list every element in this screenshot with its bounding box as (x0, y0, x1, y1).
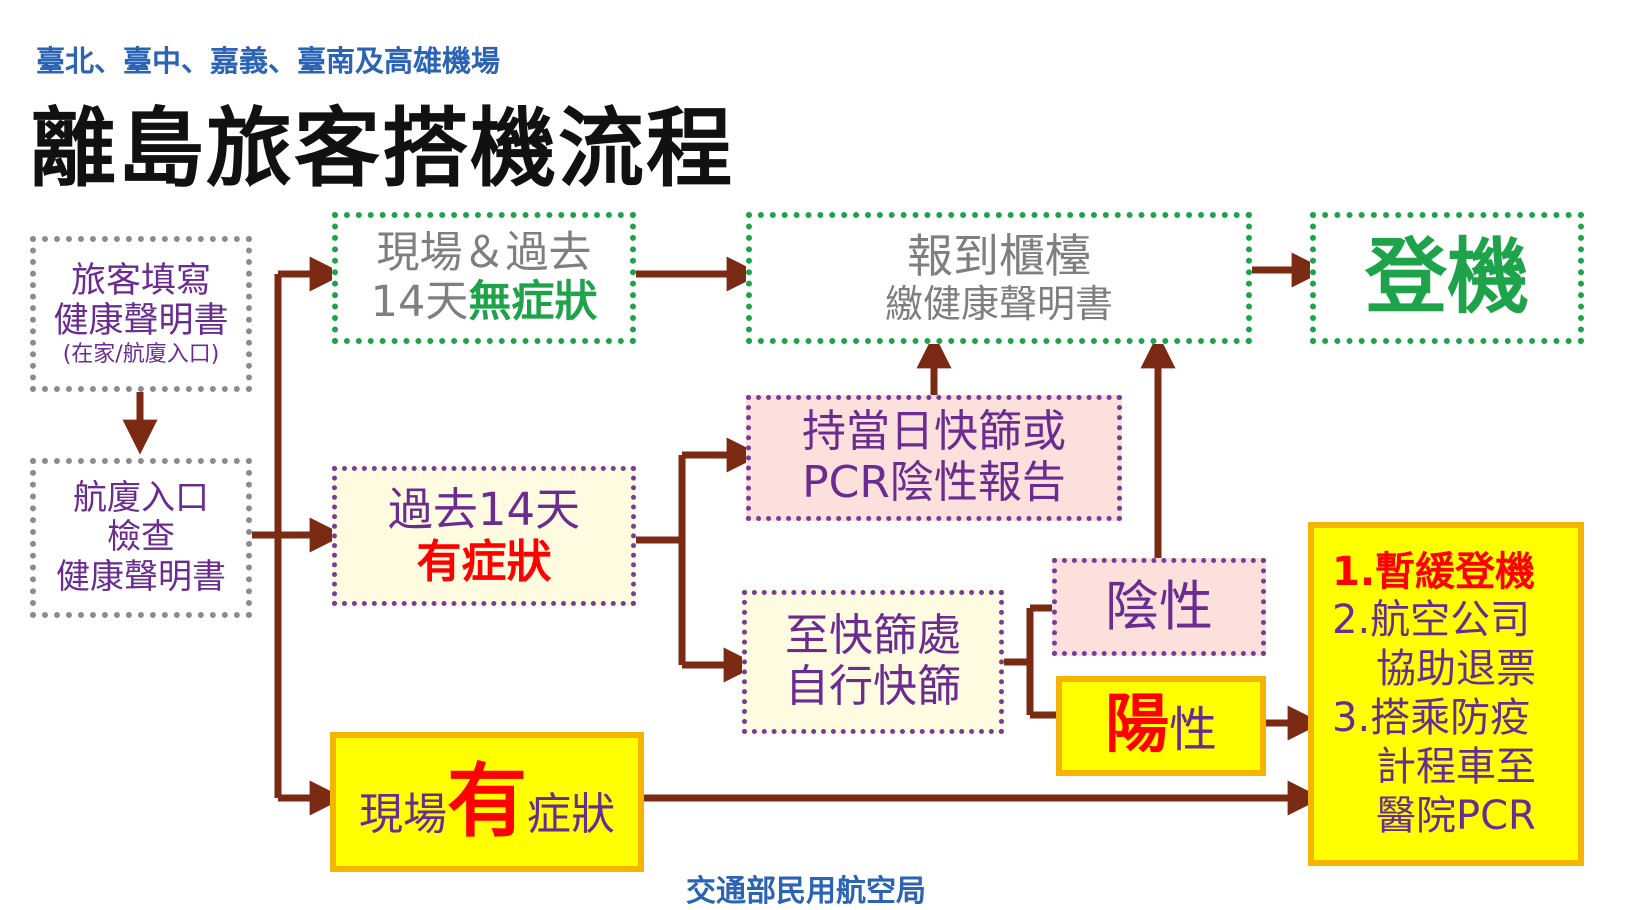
positive-rest: 性 (1168, 702, 1217, 759)
entrance-check-line2: 檢查 (107, 517, 175, 558)
footer-org: 交通部民用航空局 (686, 874, 926, 909)
boarding-box: 登機 (1310, 212, 1584, 344)
negative-report-line1: 持當日快篩或 (802, 406, 1066, 458)
checkin-line2: 繳健康聲明書 (884, 281, 1113, 326)
negative-box: 陰性 (1052, 558, 1266, 656)
boarding-label: 登機 (1364, 229, 1529, 325)
onsite-symptoms-label: 現場有症狀 (359, 756, 615, 848)
entrance-check-line3: 健康聲明書 (56, 556, 226, 597)
no-symptoms-days: 14天 (370, 277, 469, 327)
arrow-rapid-to-branch (1002, 608, 1034, 715)
fill-declaration-line1: 旅客填寫 (70, 261, 211, 302)
outcome-item3b: 計程車至 (1376, 743, 1536, 790)
outcome-item3a: 3.搭乘防疫 (1332, 695, 1531, 741)
page-title: 離島旅客搭機流程 (30, 99, 734, 199)
outcome-box: 1.暫緩登機 2.航空公司 協助退票 3.搭乘防疫 計程車至 醫院PCR (1308, 522, 1584, 866)
outcome-item1: 1.暫緩登機 (1332, 548, 1536, 595)
outcome-item2a: 2.航空公司 (1332, 597, 1531, 644)
onsite-symptoms-box: 現場有症狀 (330, 732, 644, 872)
fill-declaration-box: 旅客填寫 健康聲明書 (在家/航廈入口) (30, 236, 252, 392)
positive-label: 陽性 (1104, 688, 1217, 763)
page-subtitle: 臺北、臺中、嘉義、臺南及高雄機場 (36, 44, 501, 78)
no-symptoms-box: 現場＆過去 14天無症狀 (332, 212, 636, 344)
arrow-entrance-trunk (248, 274, 282, 798)
arrow-past-to-branch (636, 455, 686, 665)
past-symptoms-line2: 有症狀 (416, 535, 552, 588)
past-symptoms-line1: 過去14天 (387, 483, 581, 537)
checkin-line1: 報到櫃檯 (907, 228, 1091, 283)
entrance-check-box: 航廈入口 檢查 健康聲明書 (30, 458, 252, 618)
checkin-box: 報到櫃檯 繳健康聲明書 (746, 212, 1252, 344)
positive-box: 陽性 (1056, 676, 1266, 776)
outcome-item3c: 醫院PCR (1376, 792, 1536, 839)
outcome-item2b: 協助退票 (1376, 646, 1536, 693)
onsite-post: 症狀 (527, 789, 615, 840)
negative-report-line2: PCR陰性報告 (802, 457, 1066, 508)
no-symptoms-emph: 無症狀 (468, 277, 598, 327)
onsite-pre: 現場 (359, 789, 447, 840)
onsite-emph: 有 (447, 755, 527, 848)
rapid-test-line1: 至快篩處 (785, 610, 961, 662)
rapid-test-box: 至快篩處 自行快篩 (742, 590, 1004, 734)
no-symptoms-line2: 14天無症狀 (370, 277, 598, 327)
negative-label: 陰性 (1105, 574, 1213, 638)
fill-declaration-line3: (在家/航廈入口) (62, 341, 220, 367)
no-symptoms-line1: 現場＆過去 (376, 227, 592, 278)
entrance-check-line1: 航廈入口 (73, 478, 209, 519)
positive-emph: 陽 (1104, 688, 1169, 763)
fill-declaration-line2: 健康聲明書 (53, 301, 229, 342)
negative-report-box: 持當日快篩或 PCR陰性報告 (746, 395, 1122, 521)
rapid-test-line2: 自行快篩 (785, 661, 961, 712)
past-symptoms-box: 過去14天 有症狀 (332, 466, 636, 606)
